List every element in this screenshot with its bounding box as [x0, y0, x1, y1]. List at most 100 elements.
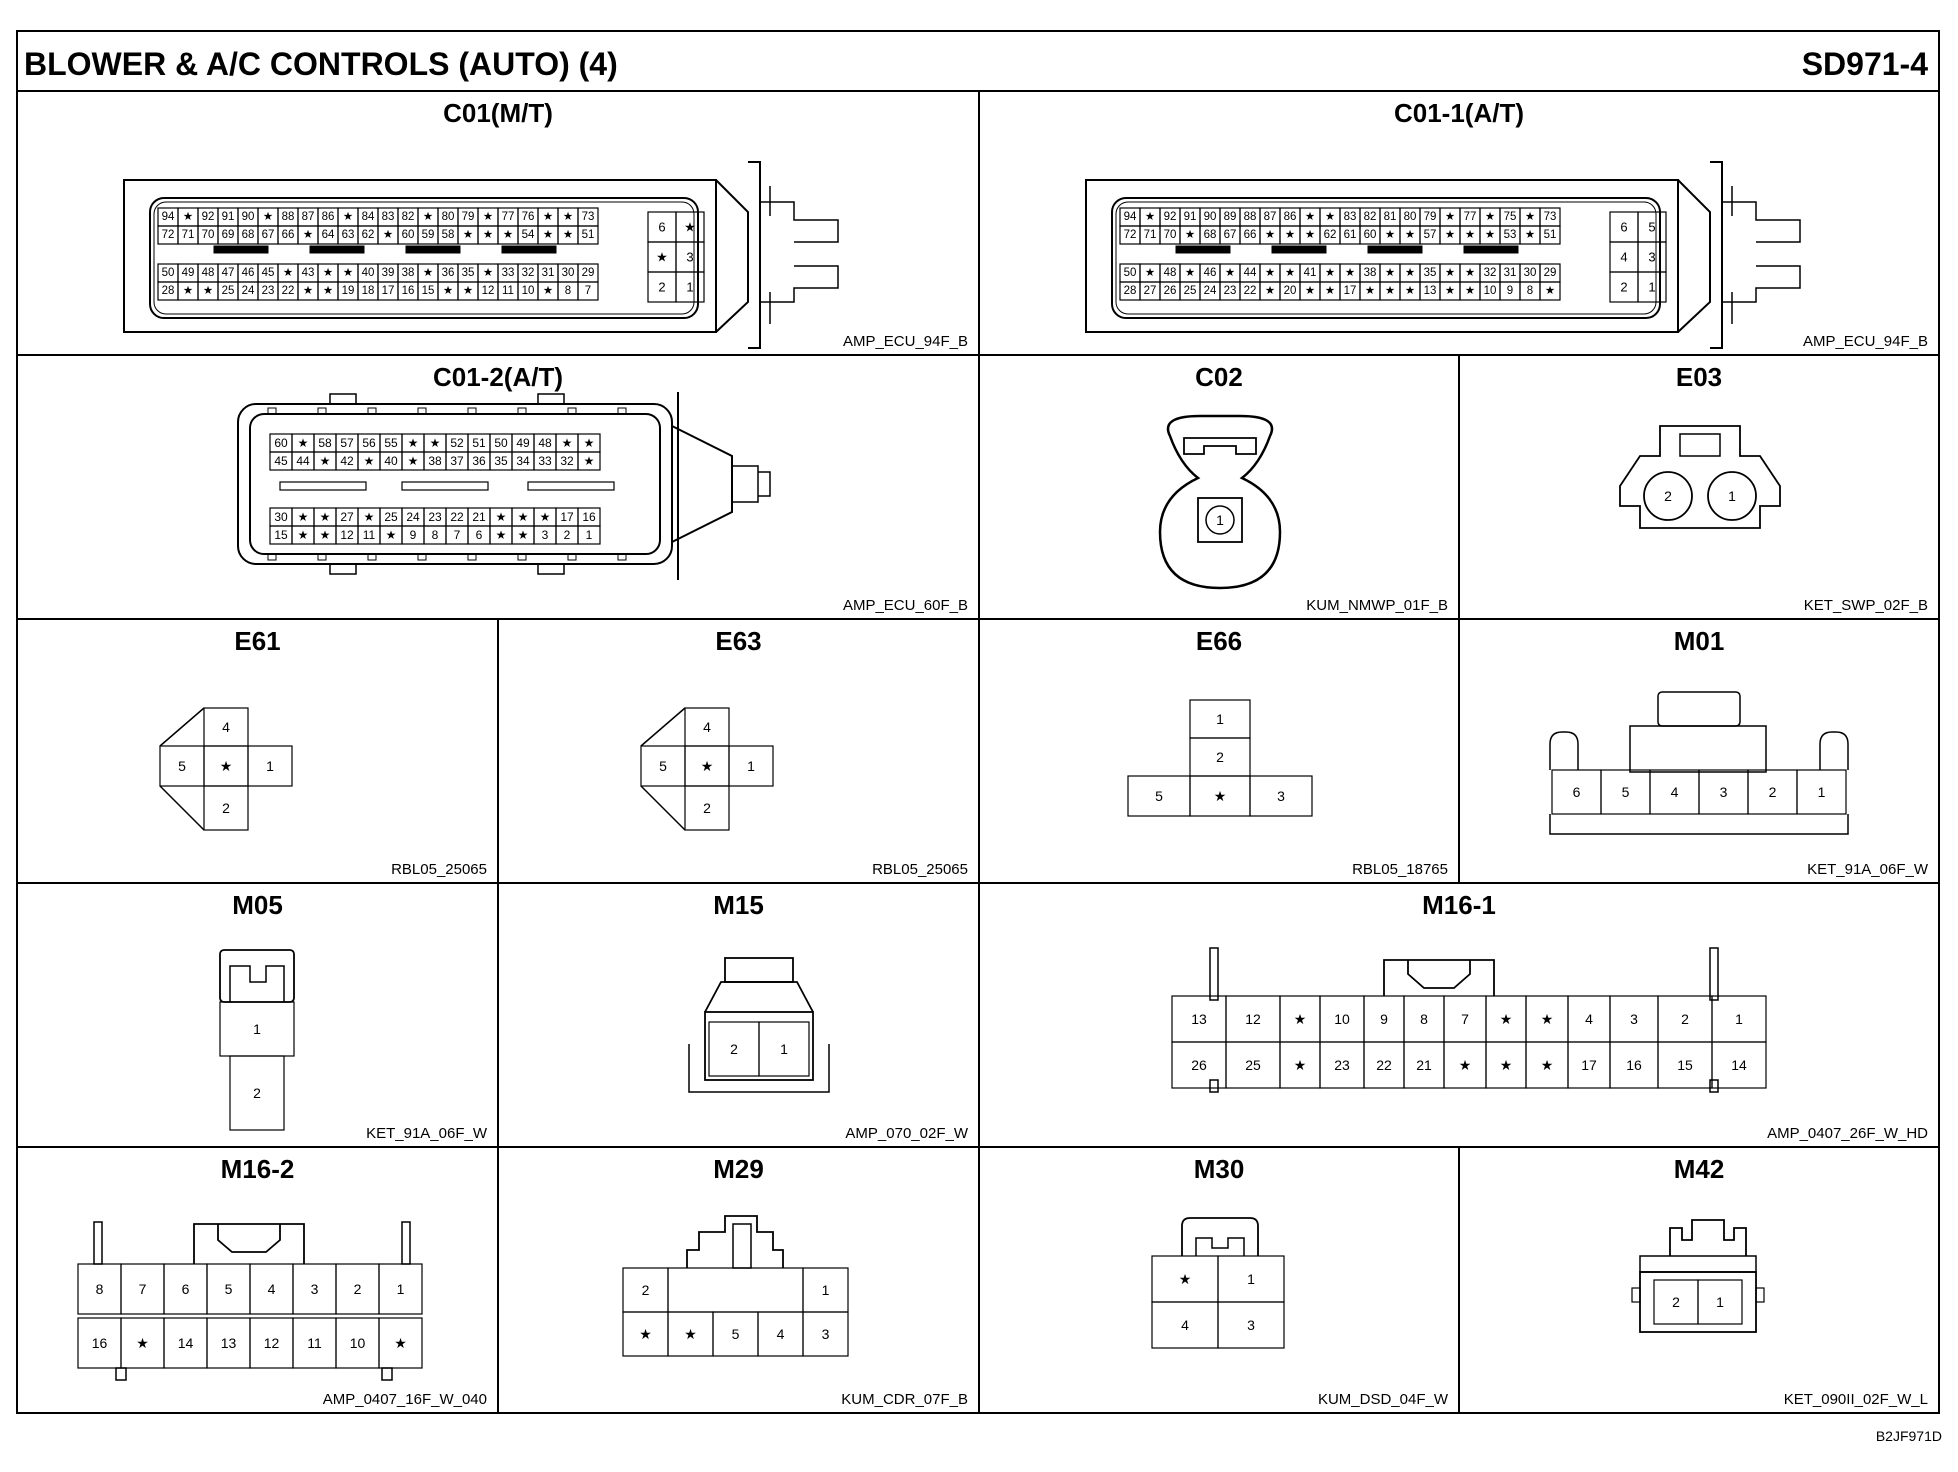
connector-outline — [724, 957, 794, 983]
connector-tab — [617, 553, 627, 561]
pin-label: ★ — [1325, 267, 1335, 279]
pin-cell — [1249, 775, 1313, 817]
pin-label: 38 — [1364, 267, 1377, 279]
connector-title: E03 — [1675, 362, 1723, 392]
pin-label: ★ — [1225, 267, 1235, 279]
pin-label: 40 — [362, 267, 375, 279]
pin-label: ★ — [463, 229, 473, 241]
pin-label: 6 — [1573, 784, 1581, 800]
connector-e61-drawing: 45★12 — [159, 707, 293, 831]
pin-label: ★ — [298, 436, 309, 450]
pin-label: 45 — [262, 267, 275, 279]
pin-label: 67 — [262, 229, 275, 241]
pin-label: 5 — [225, 1281, 233, 1297]
pin-label: 8 — [432, 528, 439, 542]
pin-label: 11 — [363, 528, 376, 542]
pin-label: 57 — [1424, 229, 1437, 241]
pin-label: 57 — [340, 436, 354, 450]
pin-label: 1 — [747, 758, 755, 774]
pin-label: ★ — [1445, 229, 1455, 241]
connector-key-bar — [279, 481, 367, 491]
pin-label: ★ — [483, 267, 493, 279]
pin-label: ★ — [518, 528, 529, 542]
pin-cell — [1217, 1301, 1285, 1349]
connector-outline — [1209, 947, 1219, 1001]
pin-label: 16 — [92, 1335, 108, 1351]
pin-label: 2 — [1672, 1294, 1680, 1310]
pin-label: 59 — [422, 229, 435, 241]
connector-title: M16-2 — [220, 1154, 295, 1184]
pin-label: ★ — [1385, 229, 1395, 241]
pin-label: 2 — [1681, 1011, 1689, 1027]
connector-outline — [1629, 725, 1767, 773]
connector-outline — [1181, 1217, 1259, 1256]
pin-label: ★ — [1265, 285, 1275, 297]
pin-label: 46 — [242, 267, 255, 279]
pin-label: 6 — [476, 528, 483, 542]
pin-label: ★ — [423, 267, 433, 279]
connector-tab — [367, 407, 377, 415]
pin-label: ★ — [383, 229, 393, 241]
pin-label: 83 — [1344, 211, 1357, 223]
connector-code: AMP_ECU_60F_B — [842, 597, 968, 614]
pin-label: ★ — [1214, 788, 1227, 804]
pin-label: 29 — [582, 267, 595, 279]
pin-label: 11 — [502, 285, 514, 297]
connector-code: AMP_0407_26F_W_HD — [1767, 1125, 1928, 1142]
pin-cell — [577, 525, 601, 545]
pin-label: ★ — [183, 211, 193, 223]
pin-label: ★ — [1285, 229, 1295, 241]
pin-label: 12 — [1245, 1011, 1261, 1027]
pin-label: ★ — [584, 454, 595, 468]
pin-label: ★ — [1365, 285, 1375, 297]
pin-cell — [378, 1263, 423, 1315]
connector-outline — [149, 197, 699, 319]
pin-label: 31 — [542, 267, 555, 279]
pin-label: 30 — [1524, 267, 1537, 279]
pin-label: ★ — [220, 758, 233, 774]
pin-label: 4 — [268, 1281, 276, 1297]
connector-outline — [1755, 1287, 1765, 1303]
pin-label: 36 — [472, 454, 486, 468]
pin-label: ★ — [1500, 1057, 1513, 1073]
pin-label: ★ — [320, 454, 331, 468]
pin-label: ★ — [136, 1335, 149, 1351]
pin-label: 71 — [182, 229, 195, 241]
connector-tab — [317, 553, 327, 561]
pin-label: ★ — [298, 528, 309, 542]
pin-label: ★ — [540, 510, 551, 524]
pin-label: ★ — [1545, 285, 1555, 297]
pin-label: 62 — [362, 229, 375, 241]
pin-label: 12 — [482, 285, 495, 297]
connector-m05-drawing: 12 — [219, 949, 295, 1131]
pin-label: 17 — [560, 510, 574, 524]
pin-cell — [802, 1311, 849, 1357]
connector-tab — [567, 553, 577, 561]
pin-label: ★ — [203, 285, 213, 297]
pin-label: 5 — [1648, 220, 1655, 235]
pin-label: 21 — [1416, 1057, 1432, 1073]
pin-label: ★ — [1385, 285, 1395, 297]
pin-label: ★ — [1145, 211, 1155, 223]
pin-label: 38 — [402, 267, 415, 279]
pin-label: 10 — [1334, 1011, 1350, 1027]
pin-label: 36 — [442, 267, 455, 279]
pin-label: 17 — [1581, 1057, 1597, 1073]
pin-label: ★ — [562, 436, 573, 450]
pin-label: 22 — [1244, 285, 1257, 297]
pin-label: ★ — [443, 285, 453, 297]
connector-outline — [1819, 731, 1849, 770]
connector-outline — [1549, 814, 1849, 835]
pin-label: 80 — [1404, 211, 1417, 223]
connector-tab — [537, 563, 565, 575]
connector-code: KET_91A_06F_W — [366, 1125, 487, 1142]
pin-label: 2 — [222, 800, 230, 816]
pin-label: 1 — [822, 1282, 830, 1298]
connector-outline — [1707, 471, 1757, 521]
pin-label: 18 — [362, 285, 375, 297]
